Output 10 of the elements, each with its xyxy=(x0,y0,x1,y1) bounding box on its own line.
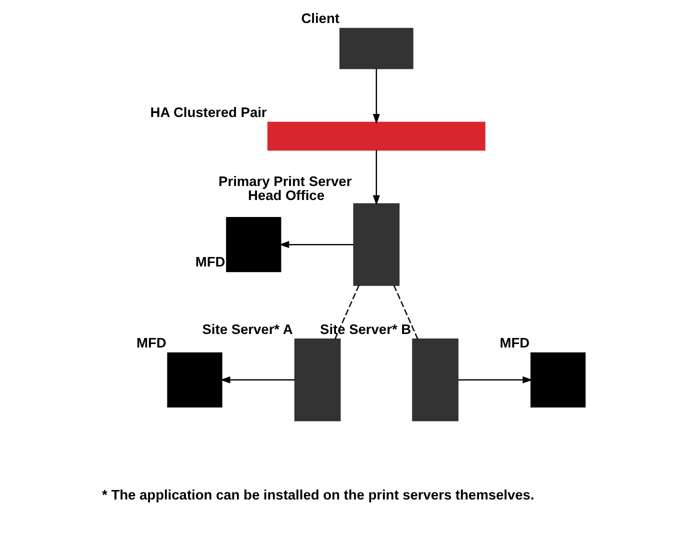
node-label: MFD xyxy=(136,336,166,351)
node-label: HA Clustered Pair xyxy=(150,105,266,120)
label: * The application can be installed on the print servers themselves. xyxy=(102,487,534,502)
node-label: Client xyxy=(300,11,339,26)
node-label: Head Office xyxy=(247,188,324,203)
node-label: Primary Print Server xyxy=(218,174,352,190)
node-label: MFD xyxy=(499,336,530,351)
node-label: Site Server* A xyxy=(202,322,292,337)
node-label: Site Server* B xyxy=(320,322,411,337)
node-label: MFD xyxy=(194,254,225,270)
